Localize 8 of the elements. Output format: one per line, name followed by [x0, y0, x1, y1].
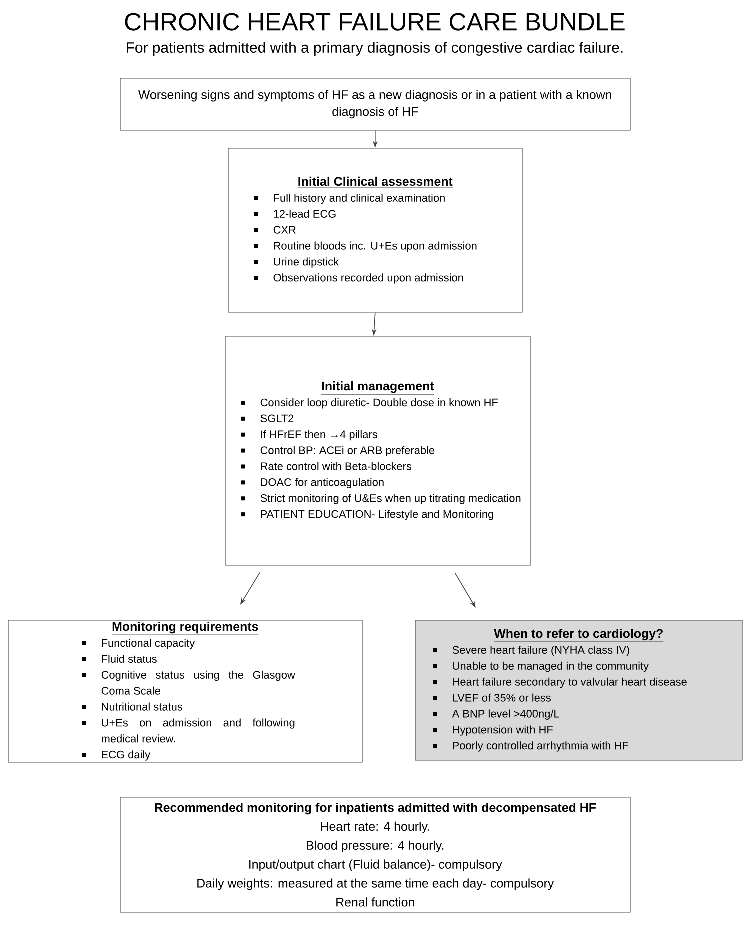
- title: CHRONIC HEART FAILURE CARE BUNDLE: [125, 13, 625, 31]
- list-box: When to refer to cardiology? Severe heart failure (NYHA class IV) Unable to be managed in the community Heart failure secondary to valvular heart disease LVEF of 35% or less A BNP level >400ng/L Hypotension with HF Poorly controlled arrhythmia with HF: [415, 620, 743, 761]
- info-box: Recommended monitoring for inpatients admitted with decompensated HF Heart rate: 4 hourly. Blood pressure: 4 hourly. Input/output chart (Fluid balance)- compulsory Daily weights: measured at the same time each day- compulsory Renal function: [120, 797, 631, 913]
- process-box: Worsening signs and symptoms of HF as a new diagnosis or in a patient with a known diagnosis of HF: [120, 78, 631, 131]
- list-box: Initial Clinical assessment Full history and clinical examination 12-lead ECG CXR Routine bloods inc. U+Es upon admission Urine dipstick Observations recorded upon admission: [228, 148, 523, 313]
- subtitle: For patients admitted with a primary diagnosis of congestive cardiac failure.: [127, 42, 623, 56]
- list-box: Initial management Consider loop diuretic- Double dose in known HF SGLT2 If HFrEF then →4 pillars Control BP: ACEi or ARB preferable Rate control with Beta-blockers DOAC for anticoagulation Strict monitoring of U&Es when up titrating medication PATIENT EDUCATION- Lifestyle and Monitoring: [225, 336, 531, 566]
- list-box: Monitoring requirements Functional capacity Fluid status Cognitive status using the Glasgow Coma Scale Nutritional status U+Es on admission and following medical review. ECG daily: [8, 620, 363, 763]
